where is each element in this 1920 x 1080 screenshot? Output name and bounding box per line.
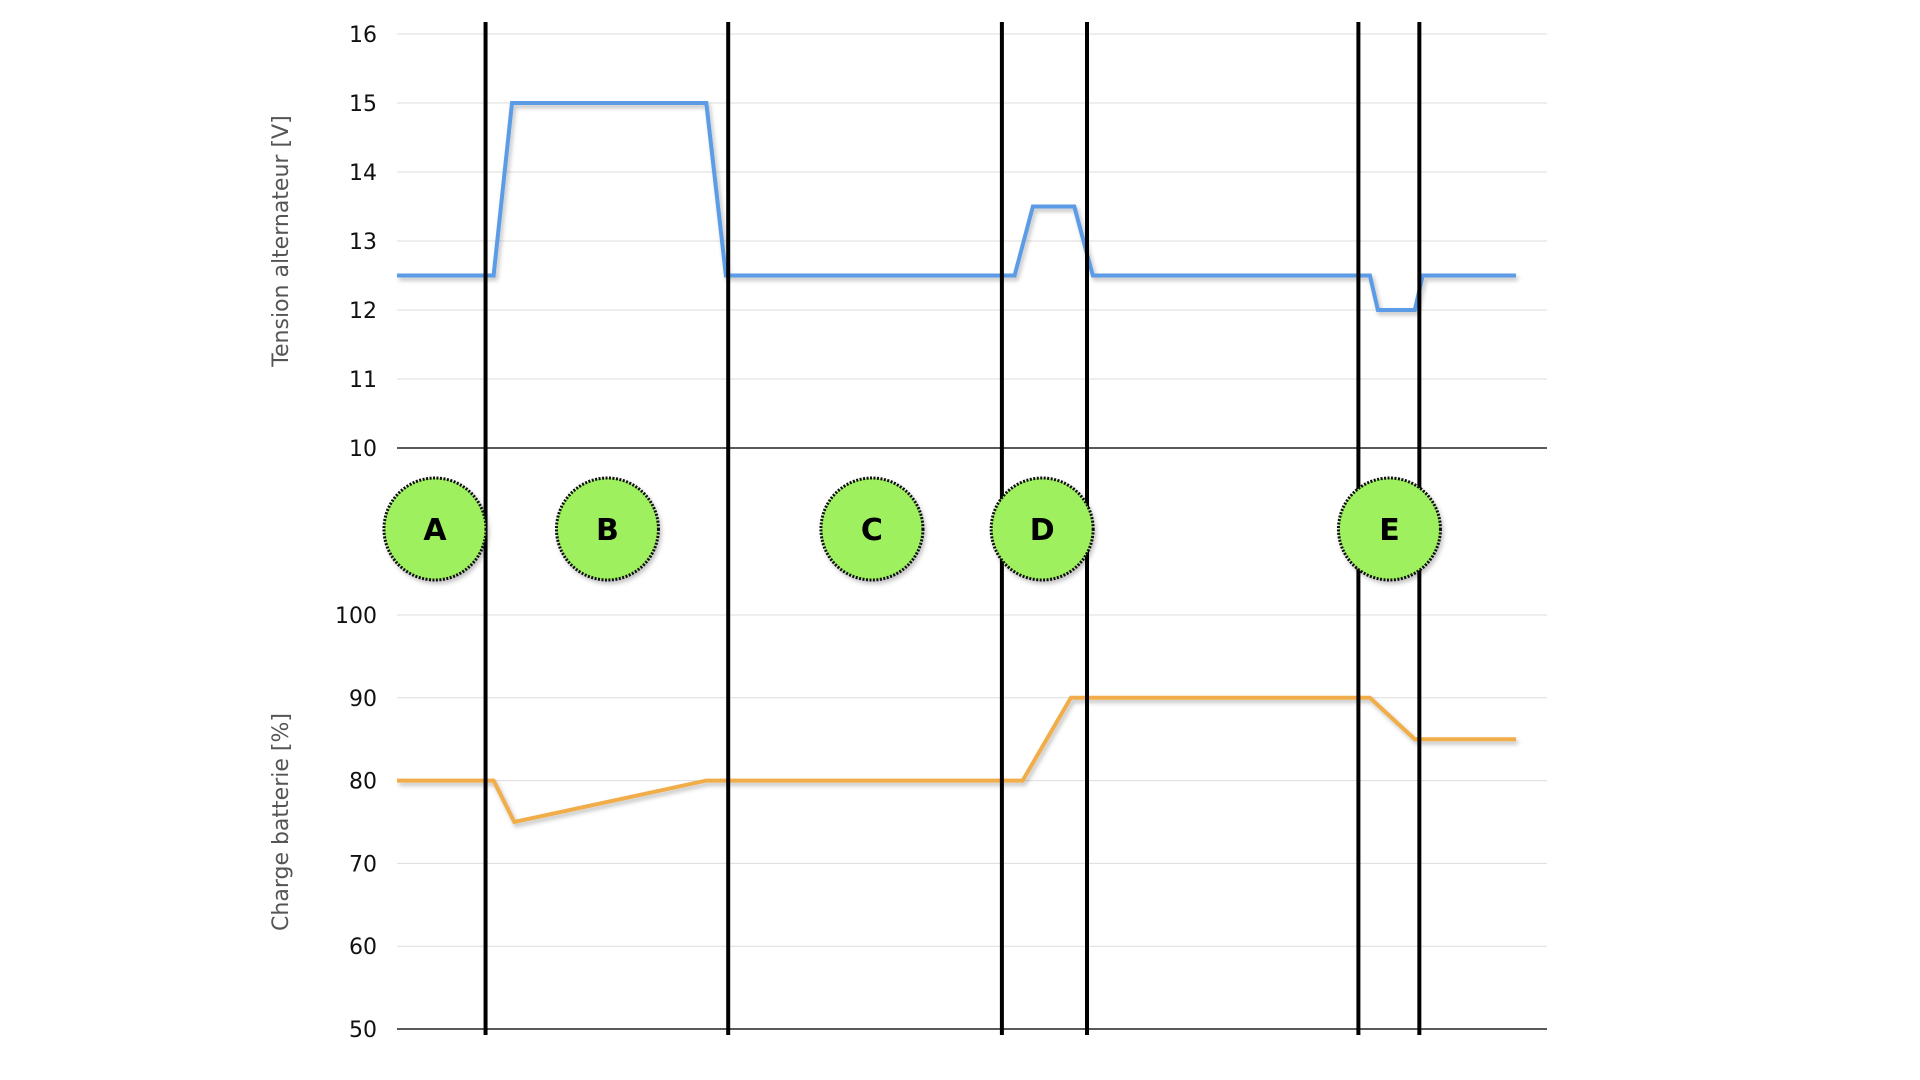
phase-circle xyxy=(382,476,488,582)
phase-marker: D xyxy=(989,476,1095,582)
series-line-1 xyxy=(397,695,1516,825)
phase-circle xyxy=(554,476,660,582)
phase-circle xyxy=(1336,476,1442,582)
y-tick-label: 100 xyxy=(335,604,377,629)
y-tick-label: 14 xyxy=(349,161,377,186)
phase-circle xyxy=(989,476,1095,582)
phase-circle xyxy=(819,476,925,582)
y-tick-label: 60 xyxy=(349,935,377,960)
y-tick-label: 50 xyxy=(349,1018,377,1043)
phase-label: B xyxy=(596,513,619,548)
y-axis-title: Tension alternateur [V] xyxy=(269,115,294,367)
phase-marker: B xyxy=(554,476,660,582)
y-tick-label: 70 xyxy=(349,852,377,877)
y-tick-label: 90 xyxy=(349,687,377,712)
y-tick-label: 15 xyxy=(349,92,377,117)
phase-label: A xyxy=(423,513,447,548)
series-line-1 xyxy=(397,101,1516,312)
phase-marker: E xyxy=(1336,476,1442,582)
phase-marker: C xyxy=(819,476,925,582)
y-tick-label: 12 xyxy=(349,299,377,324)
y-tick-label: 10 xyxy=(349,437,377,462)
phase-label: E xyxy=(1379,513,1400,548)
y-tick-label: 13 xyxy=(349,230,377,255)
phase-label: C xyxy=(861,513,883,548)
y-tick-label: 11 xyxy=(349,368,377,393)
phase-label: D xyxy=(1030,513,1055,548)
y-tick-label: 80 xyxy=(349,770,377,795)
y-tick-label: 16 xyxy=(349,23,377,48)
y-axis-title: Charge batterie [%] xyxy=(269,713,294,931)
phase-marker: A xyxy=(382,476,488,582)
